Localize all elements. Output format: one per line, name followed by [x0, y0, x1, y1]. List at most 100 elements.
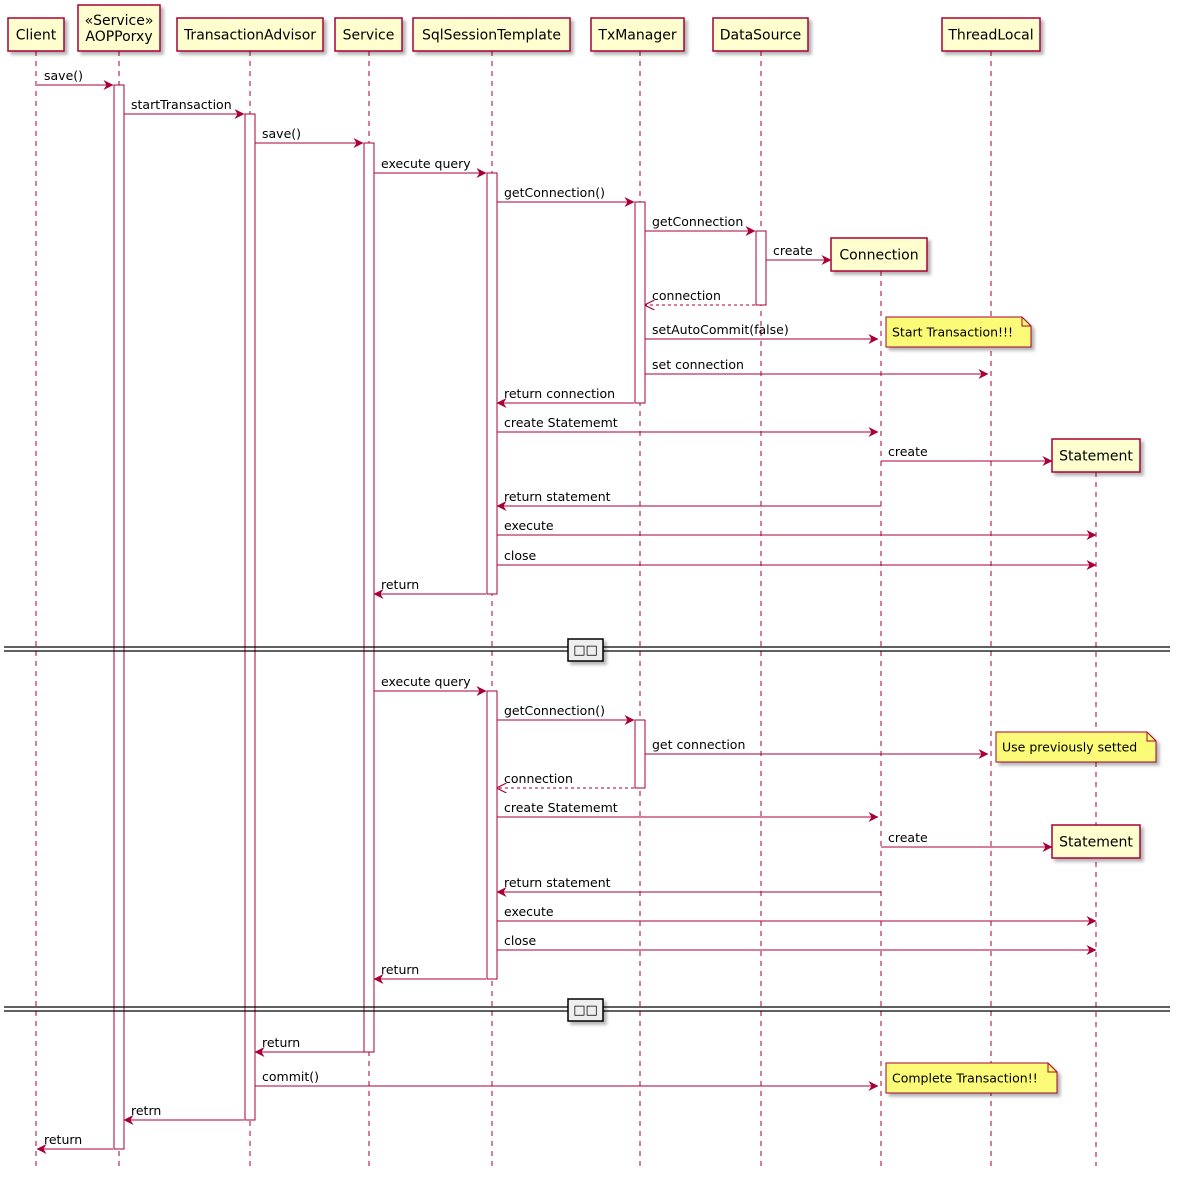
- message-sqlsession-to-txmanager: getConnection(): [497, 185, 635, 207]
- message-service-to-advisor: return: [254, 1035, 364, 1057]
- message-label: setAutoCommit(false): [652, 322, 789, 337]
- activation-bar-txmanager-7: [634, 719, 646, 789]
- note: Use previously setted: [995, 731, 1157, 763]
- message-label: return connection: [504, 386, 615, 401]
- participant-label: ThreadLocal: [947, 28, 1033, 44]
- message-txmanager-to-connection: setAutoCommit(false): [645, 322, 879, 344]
- message-sqlsession-to-statement: close: [497, 548, 1097, 570]
- activation-bar-sqlsession-6: [486, 690, 498, 980]
- activation-bar-aop-0: [113, 84, 125, 1150]
- message-label: getConnection: [652, 214, 743, 229]
- message-label: create: [888, 444, 928, 459]
- message-txmanager-to-sqlsession: return connection: [496, 386, 634, 408]
- message-label: getConnection(): [504, 703, 605, 718]
- participant-box: [712, 17, 809, 52]
- message-sqlsession-to-service: return: [373, 962, 486, 984]
- message-service-to-sqlsession: execute query: [374, 156, 487, 178]
- participant-label: Service: [343, 28, 395, 44]
- message-service-to-sqlsession: execute query: [374, 674, 487, 696]
- message-label: create Statememt: [504, 415, 618, 430]
- message-label: create Statememt: [504, 800, 618, 815]
- message-sqlsession-to-txmanager: getConnection(): [497, 703, 635, 725]
- participant-label: TxManager: [597, 28, 676, 44]
- message-aop-to-client: return: [36, 1132, 113, 1154]
- participant-statement2: Statement: [1051, 824, 1141, 859]
- message-label: close: [504, 548, 537, 563]
- participant-label: TransactionAdvisor: [183, 28, 316, 44]
- message-datasource-to-connection: create: [766, 243, 832, 265]
- activation-bar-txmanager-4: [634, 201, 646, 404]
- message-label: connection: [504, 771, 573, 786]
- participant-aop: «Service»AOPPorxy: [77, 4, 161, 52]
- message-datasource-to-txmanager: connection: [645, 288, 755, 305]
- divider-box: [567, 998, 604, 1022]
- participant-label: SqlSessionTemplate: [422, 28, 561, 44]
- participant-box: [590, 17, 685, 52]
- message-label: connection: [652, 288, 721, 303]
- message-advisor-to-connection: commit(): [255, 1069, 879, 1091]
- activation-bar-advisor-1: [244, 113, 256, 1121]
- activation-bar-service-2: [363, 142, 375, 1053]
- message-label: create: [888, 830, 928, 845]
- note-fold: [1047, 1063, 1057, 1073]
- participant-label: «Service»: [85, 13, 154, 29]
- message-label: commit(): [262, 1069, 319, 1084]
- participant-client: Client: [7, 17, 65, 52]
- activation-bar-datasource-5: [755, 230, 767, 306]
- message-label: execute: [504, 518, 554, 533]
- message-label: get connection: [652, 737, 745, 752]
- participant-box: [7, 17, 65, 52]
- message-txmanager-to-threadlocal: set connection: [645, 357, 989, 379]
- divider-label: □□: [573, 643, 598, 658]
- participant-box: [334, 17, 403, 52]
- divider: □□: [4, 638, 1170, 662]
- activation-bar-sqlsession-3: [486, 172, 498, 595]
- participant-box: [412, 17, 571, 52]
- message-label: return: [44, 1132, 82, 1147]
- message-label: getConnection(): [504, 185, 605, 200]
- divider: □□: [4, 998, 1170, 1022]
- participant-box: [1051, 824, 1141, 859]
- message-label: return: [381, 577, 419, 592]
- message-connection-to-statement2: create: [881, 830, 1053, 852]
- note: Start Transaction!!!: [885, 316, 1032, 348]
- message-label: return: [262, 1035, 300, 1050]
- message-sqlsession-to-service: return: [373, 577, 486, 599]
- participant-box: [941, 17, 1041, 52]
- message-label: return statement: [504, 875, 611, 890]
- participant-statement: Statement: [1051, 438, 1141, 473]
- message-sqlsession-to-statement: execute: [497, 518, 1097, 540]
- message-txmanager-to-sqlsession: connection: [497, 771, 634, 788]
- message-advisor-to-aop: retrn: [123, 1103, 244, 1125]
- note-body: [885, 316, 1032, 348]
- message-label: retrn: [131, 1103, 161, 1118]
- note-label: Start Transaction!!!: [892, 325, 1013, 340]
- message-aop-to-advisor: startTransaction: [124, 97, 245, 119]
- participant-sqlsession: SqlSessionTemplate: [412, 17, 571, 52]
- participant-threadlocal: ThreadLocal: [941, 17, 1041, 52]
- participant-service: Service: [334, 17, 403, 52]
- participant-label: Connection: [839, 248, 918, 264]
- message-label: save(): [44, 68, 83, 83]
- divider-label: □□: [573, 1003, 598, 1018]
- note: Complete Transaction!!: [885, 1062, 1058, 1094]
- message-label: startTransaction: [131, 97, 232, 112]
- participant-box: [1051, 438, 1141, 473]
- participant-label: Statement: [1059, 449, 1133, 465]
- message-client-to-aop: save(): [37, 68, 114, 90]
- message-label: return statement: [504, 489, 611, 504]
- message-sqlsession-to-statement2: close: [497, 933, 1097, 955]
- note-fold: [1146, 732, 1156, 742]
- message-connection-to-statement: create: [881, 444, 1053, 466]
- message-label: execute: [504, 904, 554, 919]
- note-body: [995, 731, 1157, 763]
- note-body: [885, 1062, 1058, 1094]
- note-fold: [1021, 317, 1031, 327]
- participant-txmanager: TxManager: [590, 17, 685, 52]
- message-txmanager-to-threadlocal: get connection: [645, 737, 989, 759]
- message-sqlsession-to-connection: create Statememt: [497, 415, 879, 437]
- participant-box: [830, 237, 928, 272]
- message-advisor-to-service: save(): [255, 126, 364, 148]
- participant-label: Statement: [1059, 835, 1133, 851]
